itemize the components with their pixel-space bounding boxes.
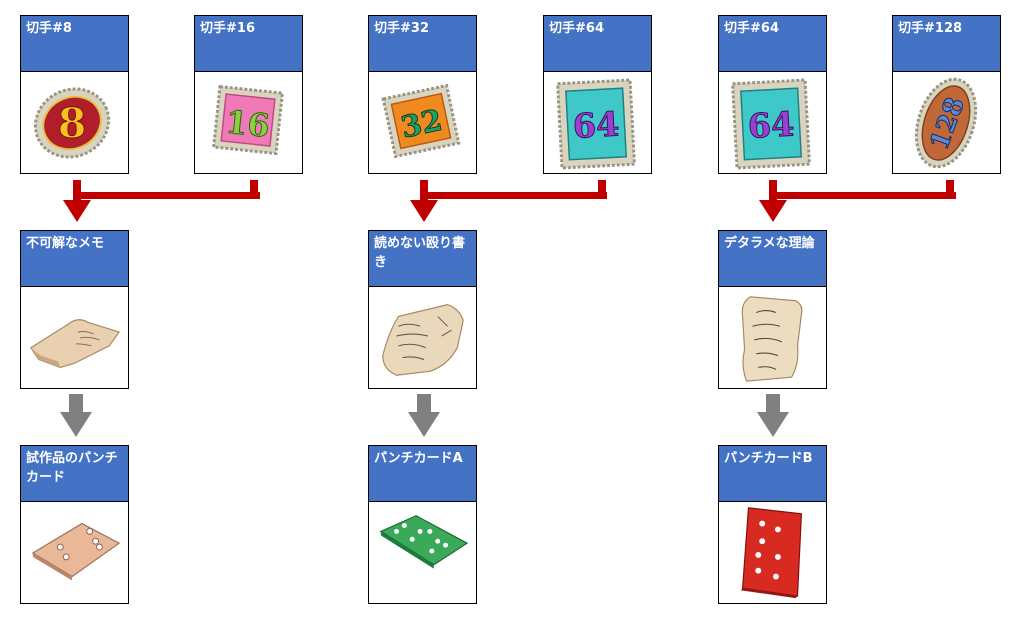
punchcard-label: パンチカードB [719, 446, 826, 502]
svg-text:32: 32 [398, 102, 445, 145]
stamp-128-icon: 128 [893, 72, 1000, 173]
stamp-8-icon: 8 [21, 72, 128, 173]
crumpled-note-icon [21, 287, 128, 388]
punchcard-prototype: 試作品のパンチカード [20, 445, 129, 604]
stamp-label: 切手#64 [544, 16, 651, 72]
svg-text:16: 16 [224, 105, 271, 145]
punchcard-b-icon [719, 502, 826, 603]
stamp-32-icon: 32 [369, 72, 476, 173]
stamp-label: 切手#64 [719, 16, 826, 72]
step-arrow-1 [60, 394, 92, 437]
stamp-card-64b: 切手#64 64 [718, 15, 827, 174]
memo-card-3: デタラメな理論 [718, 230, 827, 389]
stamp-label: 切手#128 [893, 16, 1000, 72]
memo-card-2: 読めない殴り書き [368, 230, 477, 389]
scribbled-note-icon [369, 287, 476, 388]
memo-label: 不可解なメモ [21, 231, 128, 287]
punchcard-a: パンチカードA [368, 445, 477, 604]
svg-text:64: 64 [747, 105, 795, 146]
punchcard-b: パンチカードB [718, 445, 827, 604]
merge-arrow-3 [759, 180, 956, 222]
memo-label: 読めない殴り書き [369, 231, 476, 287]
stamp-label: 切手#8 [21, 16, 128, 72]
stamp-card-8: 切手#8 8 [20, 15, 129, 174]
stamp-card-128: 切手#128 128 [892, 15, 1001, 174]
svg-text:64: 64 [572, 105, 620, 146]
stamp-64-icon: 64 [544, 72, 651, 173]
step-arrow-3 [757, 394, 789, 437]
step-arrow-2 [408, 394, 440, 437]
stamp-card-16: 切手#16 16 [194, 15, 303, 174]
stamp-card-64: 切手#64 64 [543, 15, 652, 174]
punchcard-label: パンチカードA [369, 446, 476, 502]
svg-text:8: 8 [58, 99, 87, 148]
stamp-label: 切手#16 [195, 16, 302, 72]
memo-label: デタラメな理論 [719, 231, 826, 287]
stamp-label: 切手#32 [369, 16, 476, 72]
stamp-card-32: 切手#32 32 [368, 15, 477, 174]
theory-note-icon [719, 287, 826, 388]
punchcard-a-icon [369, 502, 476, 603]
merge-arrow-1 [63, 180, 260, 222]
punchcard-prototype-icon [21, 502, 128, 603]
merge-arrow-2 [410, 180, 607, 222]
stamp-16-icon: 16 [195, 72, 302, 173]
memo-card-1: 不可解なメモ [20, 230, 129, 389]
stamp-64-icon: 64 [719, 72, 826, 173]
punchcard-label: 試作品のパンチカード [21, 446, 128, 502]
